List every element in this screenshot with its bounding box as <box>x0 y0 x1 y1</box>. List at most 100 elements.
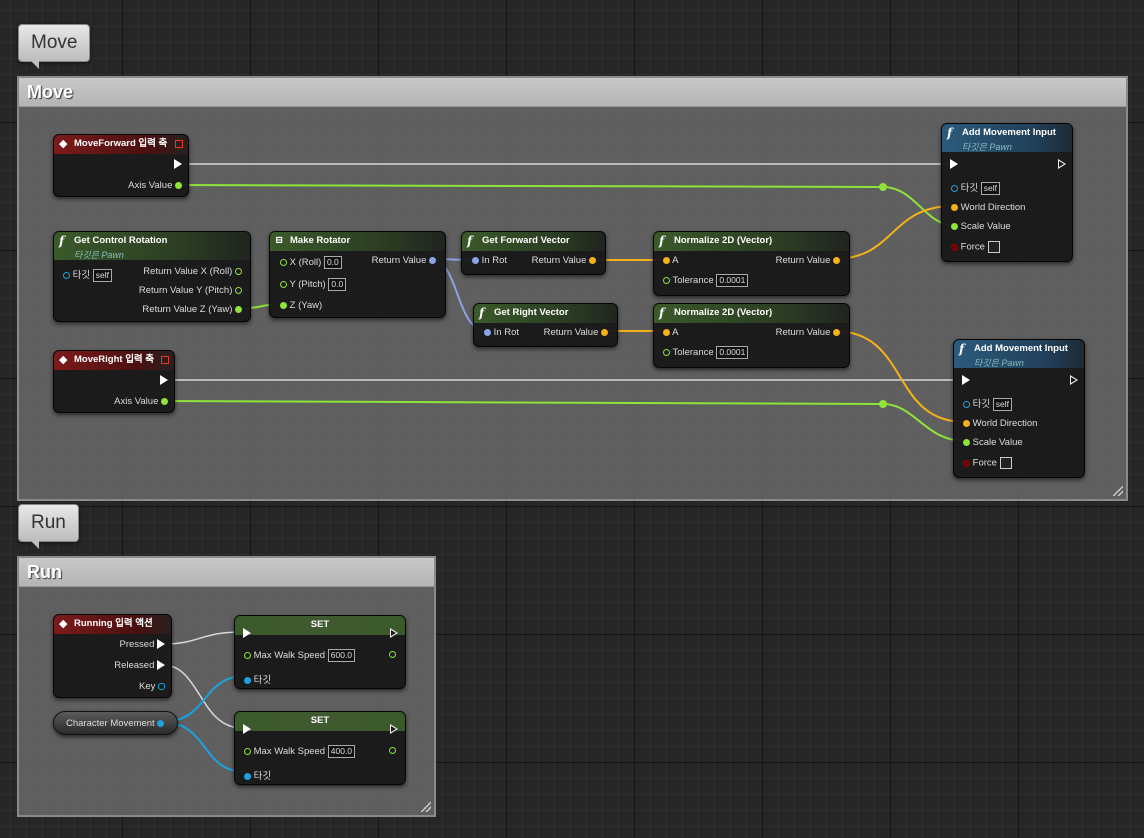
node-add-movement-input-right[interactable]: f Add Movement Input 타깃은 Pawn 타깃 self Wo… <box>953 339 1085 478</box>
return-value-pin[interactable]: Return Value <box>544 327 608 338</box>
vector-pin-icon <box>951 203 958 211</box>
force-checkbox[interactable] <box>987 241 1000 253</box>
axis-value-pin[interactable]: Axis Value <box>114 396 168 407</box>
node-title: Running 입력 액션 <box>74 618 153 629</box>
tolerance-value-box[interactable]: 0.0001 <box>716 274 749 287</box>
comment-bubble-label: Move <box>31 32 78 53</box>
a-pin[interactable]: A <box>663 327 678 338</box>
tolerance-pin[interactable]: Tolerance 0.0001 <box>663 346 749 359</box>
max-walk-speed-pin[interactable]: Max Walk Speed 600.0 <box>244 649 356 662</box>
node-normalize-2d-right[interactable]: f Normalize 2D (Vector) A Tolerance 0.00… <box>653 303 850 368</box>
node-character-movement-variable[interactable]: Character Movement <box>53 711 178 735</box>
exec-arrow-icon <box>160 375 168 386</box>
float-pin-icon <box>663 349 670 356</box>
struct-icon: ⊟ <box>275 235 284 246</box>
node-make-rotator[interactable]: ⊟ Make Rotator X (Roll) 0.0 Y (Pitch) 0.… <box>269 231 446 318</box>
return-value-pin[interactable]: Return Value <box>776 255 840 266</box>
node-title: Add Movement Input <box>974 343 1068 354</box>
exec-output-pin[interactable] <box>174 159 182 170</box>
force-pin[interactable]: Force <box>951 241 1000 253</box>
key-pin[interactable]: Key <box>139 681 165 692</box>
max-walk-speed-pin[interactable]: Max Walk Speed 400.0 <box>244 745 356 758</box>
scale-value-pin[interactable]: Scale Value <box>951 221 1011 232</box>
world-direction-pin[interactable]: World Direction <box>963 418 1037 429</box>
return-value-pin[interactable]: Return Value <box>776 327 840 338</box>
node-set-max-walk-speed-walk[interactable]: SET Max Walk Speed 400.0 타깃 <box>234 711 406 785</box>
target-pin[interactable]: 타깃 <box>244 768 271 782</box>
vector-pin-icon <box>601 328 608 336</box>
node-get-right-vector[interactable]: f Get Right Vector In Rot Return Value <box>473 303 618 347</box>
exec-output-pin[interactable] <box>160 375 168 386</box>
in-rot-pin[interactable]: In Rot <box>472 255 507 266</box>
node-title: SET <box>310 715 330 726</box>
max-walk-speed-output-pin[interactable] <box>389 745 396 756</box>
function-f-icon: f <box>659 306 665 320</box>
exec-output-pin[interactable] <box>1070 375 1078 386</box>
target-pin[interactable]: 타깃 <box>244 672 271 686</box>
node-running-input-action[interactable]: ◆ Running 입력 액션 Pressed Released Key <box>53 614 172 698</box>
x-value-box[interactable]: 0.0 <box>323 256 342 269</box>
scale-value-pin[interactable]: Scale Value <box>963 437 1023 448</box>
resize-grip-icon[interactable] <box>421 802 431 812</box>
node-set-max-walk-speed-run[interactable]: SET Max Walk Speed 600.0 타깃 <box>234 615 406 689</box>
return-y-pin[interactable]: Return Value Y (Pitch) <box>139 285 242 296</box>
target-pin[interactable]: 타깃 self <box>951 180 1000 195</box>
comment-bubble-run[interactable]: Run <box>18 504 79 549</box>
exec-output-pin[interactable] <box>1058 159 1066 170</box>
node-title: MoveRight 입력 축 <box>74 354 155 365</box>
node-title: Normalize 2D (Vector) <box>674 235 773 246</box>
x-roll-pin[interactable]: X (Roll) 0.0 <box>280 256 342 269</box>
function-f-icon: f <box>479 306 485 320</box>
character-movement-pin[interactable]: Character Movement <box>66 718 165 729</box>
node-moveright-input-axis[interactable]: ◆ MoveRight 입력 축 Axis Value <box>53 350 175 413</box>
exec-input-pin[interactable] <box>962 375 970 386</box>
target-pin[interactable]: 타깃 self <box>63 267 112 282</box>
max-walk-speed-value-box[interactable]: 600.0 <box>327 649 356 662</box>
exec-input-pin[interactable] <box>243 724 251 735</box>
node-get-control-rotation[interactable]: f Get Control Rotation 타깃은 Pawn 타깃 self … <box>53 231 251 322</box>
exec-input-pin[interactable] <box>243 628 251 639</box>
tolerance-value-box[interactable]: 0.0001 <box>716 346 749 359</box>
node-header: ◆ MoveRight 입력 축 <box>54 351 174 370</box>
comment-bubble-move[interactable]: Move <box>18 24 91 69</box>
comment-bubble-label: Run <box>31 512 66 533</box>
resize-grip-icon[interactable] <box>1113 486 1123 496</box>
node-get-forward-vector[interactable]: f Get Forward Vector In Rot Return Value <box>461 231 606 275</box>
object-pin-icon <box>951 184 958 192</box>
return-value-pin[interactable]: Return Value <box>372 255 436 266</box>
axis-value-pin[interactable]: Axis Value <box>128 180 182 191</box>
max-walk-speed-output-pin[interactable] <box>389 649 396 660</box>
node-moveforward-input-axis[interactable]: ◆ MoveForward 입력 축 Axis Value <box>53 134 189 197</box>
world-direction-pin[interactable]: World Direction <box>951 202 1025 213</box>
return-x-pin[interactable]: Return Value X (Roll) <box>143 266 242 277</box>
exec-input-pin[interactable] <box>950 159 958 170</box>
float-pin-icon <box>175 181 182 189</box>
z-yaw-pin[interactable]: Z (Yaw) <box>280 300 322 311</box>
a-pin[interactable]: A <box>663 255 678 266</box>
object-pin-icon <box>244 772 251 780</box>
return-z-pin[interactable]: Return Value Z (Yaw) <box>142 304 242 315</box>
force-pin[interactable]: Force <box>963 457 1012 469</box>
released-pin[interactable]: Released <box>114 660 165 671</box>
float-pin-icon <box>244 748 251 755</box>
node-normalize-2d-forward[interactable]: f Normalize 2D (Vector) A Tolerance 0.00… <box>653 231 850 296</box>
exec-output-pin[interactable] <box>390 628 398 639</box>
return-value-pin[interactable]: Return Value <box>532 255 596 266</box>
max-walk-speed-value-box[interactable]: 400.0 <box>327 745 356 758</box>
target-pin[interactable]: 타깃 self <box>963 396 1012 411</box>
y-pitch-pin[interactable]: Y (Pitch) 0.0 <box>280 278 347 291</box>
node-add-movement-input-forward[interactable]: f Add Movement Input 타깃은 Pawn 타깃 self Wo… <box>941 123 1073 262</box>
in-rot-pin[interactable]: In Rot <box>484 327 519 338</box>
node-header: f Add Movement Input 타깃은 Pawn <box>954 340 1084 368</box>
delegate-square-icon[interactable] <box>161 356 169 364</box>
node-header: ⊟ Make Rotator <box>270 232 445 251</box>
pressed-pin[interactable]: Pressed <box>120 639 165 650</box>
pin-label: Return Value <box>775 255 831 266</box>
exec-output-pin[interactable] <box>390 724 398 735</box>
force-checkbox[interactable] <box>999 457 1012 469</box>
delegate-square-icon[interactable] <box>175 140 183 148</box>
comment-title: Run <box>19 558 434 587</box>
float-pin-icon <box>663 277 670 284</box>
y-value-box[interactable]: 0.0 <box>328 278 347 291</box>
tolerance-pin[interactable]: Tolerance 0.0001 <box>663 274 749 287</box>
